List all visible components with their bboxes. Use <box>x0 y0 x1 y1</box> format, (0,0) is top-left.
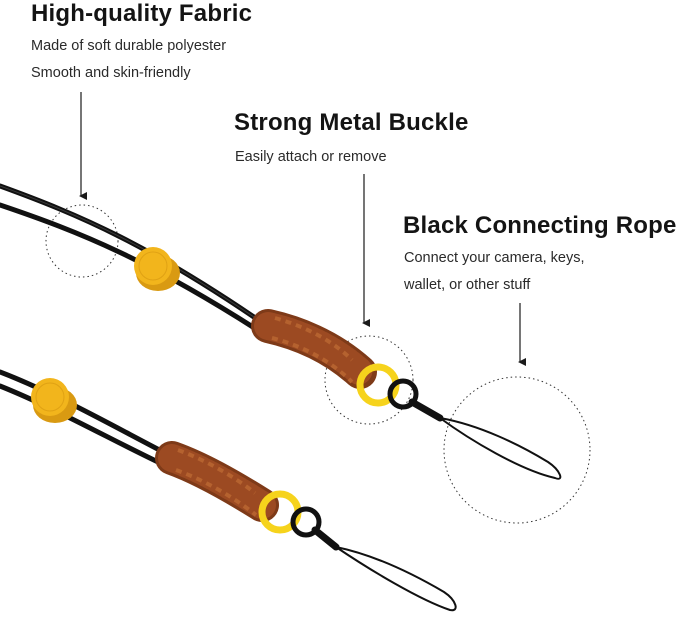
fabric-title: High-quality Fabric <box>31 0 253 27</box>
buckle-description: Easily attach or remove <box>235 149 387 165</box>
buckle-title: Strong Metal Buckle <box>234 109 469 136</box>
fabric-description-line-1: Made of soft durable polyester <box>31 38 227 54</box>
upper-connecting-rope <box>408 398 562 480</box>
lower-black-ring <box>290 506 322 538</box>
buckle-highlight-circle <box>324 335 414 425</box>
lower-connecting-rope <box>311 526 457 612</box>
rope-description-line-1: Connect your camera, keys, <box>404 250 585 266</box>
fabric-description-line-2: Smooth and skin-friendly <box>31 65 191 81</box>
fabric-highlight-circle <box>45 204 119 278</box>
upper-black-ring <box>387 378 419 410</box>
lower-cord-stopper <box>31 378 77 423</box>
rope-description-line-2: wallet, or other stuff <box>404 277 531 293</box>
lower-braided-rope <box>155 441 279 522</box>
upper-lanyard <box>0 183 562 480</box>
rope-highlight-circle <box>443 376 591 524</box>
rope-title: Black Connecting Rope <box>403 212 677 239</box>
upper-cord-stopper <box>134 247 180 291</box>
lower-lanyard <box>0 369 457 612</box>
upper-braided-rope <box>251 309 377 389</box>
